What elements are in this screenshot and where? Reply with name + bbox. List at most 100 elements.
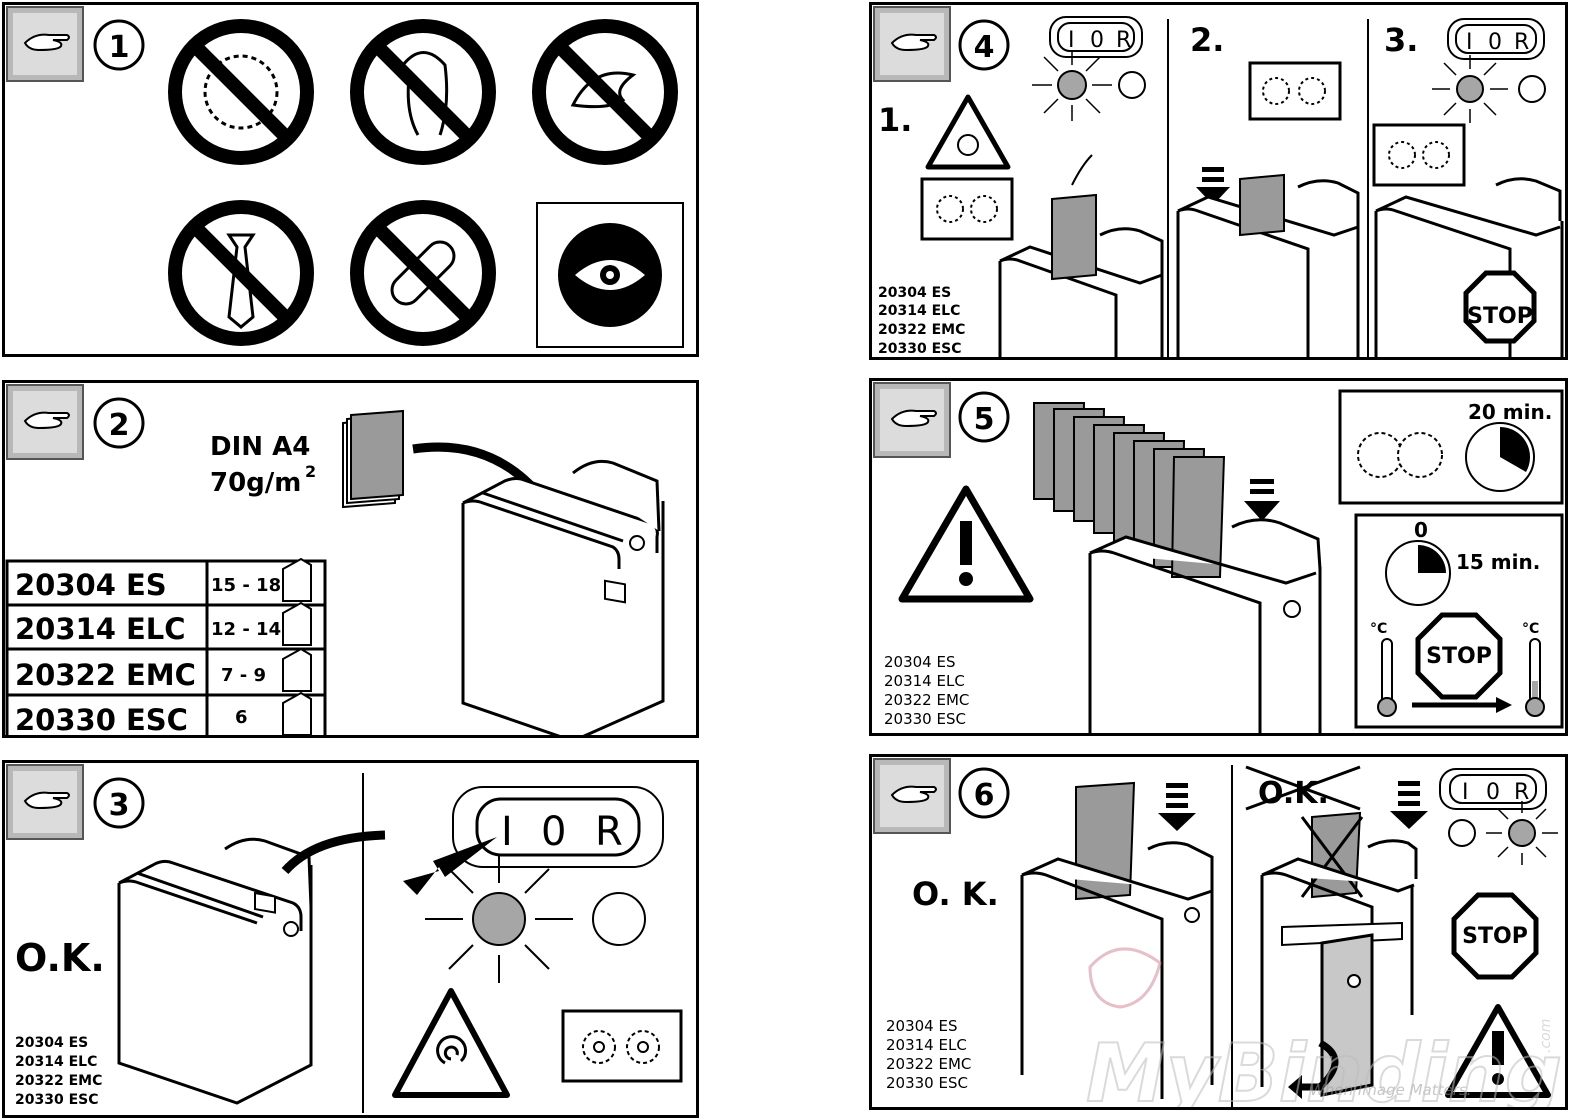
cooldown-box: 0 15 min. °C °C STOP (1354, 513, 1564, 729)
feed-down-arrow-icon (1390, 781, 1428, 829)
model-label: 20304 ES (884, 653, 955, 671)
model-label: 20330 ESC (878, 341, 962, 357)
panel-step-5: 5 20304 ES 20314 ELC 20322 EMC 20330 ESC… (869, 378, 1568, 736)
shredder-illustration (1088, 518, 1322, 733)
sheet-icon (282, 691, 312, 735)
sheet-icon (282, 647, 312, 692)
step-number: 1 (109, 30, 130, 65)
feed-down-arrow-icon (1196, 167, 1230, 205)
gears-icon (920, 177, 1014, 241)
ok-label: O. K. (912, 875, 999, 913)
no-jewelry-icon (168, 19, 314, 165)
model-label: 20330 ESC (884, 710, 966, 728)
pointer-line (281, 830, 386, 875)
hand-icon (6, 6, 84, 82)
model-label: 20304 ES (886, 1017, 957, 1035)
switch-reverse-label: R (595, 809, 623, 855)
paper-stack-icon (342, 409, 404, 509)
model-label: 20330 ESC (15, 1092, 99, 1108)
temp-unit-label: °C (1370, 621, 1387, 637)
svg-text:I: I (1068, 28, 1075, 53)
gears-icon (1372, 123, 1466, 187)
ok-label: O.K. (15, 936, 105, 980)
step-number: 5 (974, 402, 995, 437)
table-row-model: 20304 ES (15, 568, 167, 602)
svg-text:0: 0 (1486, 780, 1500, 805)
clock-icon (1385, 540, 1451, 606)
gear-icon (1357, 432, 1403, 478)
panel-step-1: 1 (2, 2, 699, 357)
thermometer-cool-icon (1525, 638, 1545, 717)
feed-down-arrow-icon (1158, 783, 1196, 831)
no-hand-contact-icon (532, 19, 678, 165)
hand-icon (6, 764, 84, 840)
panel-step-4: 4 1. I 0 R 20304 ES 20314 ELC 20322 (869, 2, 1568, 360)
paper-weight-exponent: 2 (305, 462, 316, 481)
eye-protection-icon (536, 202, 684, 348)
table-row-model: 20314 ELC (15, 612, 186, 646)
stop-sign-icon: STOP (1463, 270, 1537, 344)
sub-step-label: 1. (878, 101, 912, 139)
indicator-light-off-icon (592, 892, 646, 946)
stop-sign-icon: STOP (1451, 892, 1539, 980)
model-label: 20314 ELC (886, 1036, 967, 1054)
step-number: 4 (974, 30, 995, 65)
step-number: 2 (109, 408, 130, 443)
switch-on-label: I (501, 809, 513, 855)
indicator-light-off-icon (1448, 819, 1476, 847)
svg-text:0: 0 (1488, 30, 1502, 55)
power-switch-icon: I 0 R (452, 786, 664, 868)
indicator-light-off-icon (1518, 75, 1546, 103)
feed-down-arrow-icon (1244, 479, 1280, 521)
power-switch-icon: I 0 R (1439, 768, 1547, 810)
model-label: 20314 ELC (15, 1054, 97, 1070)
svg-text:I: I (1466, 30, 1473, 55)
table-row-sheets: 12 - 14 (211, 619, 281, 640)
model-label: 20314 ELC (878, 303, 960, 319)
watermark-brand: MyBinding (1086, 1027, 1562, 1110)
model-label: 20322 EMC (878, 322, 965, 338)
run-time-box: 20 min. (1338, 389, 1564, 505)
rotation-warning-icon (392, 988, 510, 1098)
no-bandage-icon (350, 200, 496, 346)
warning-icon (898, 485, 1034, 603)
panel-step-3: 3 O.K. 20304 ES 20314 ELC 20322 EMC 2033… (2, 760, 699, 1118)
watermark-tagline: When Image Matters. (1310, 1081, 1471, 1099)
svg-text:STOP: STOP (1462, 924, 1528, 949)
thermometer-hot-icon (1377, 638, 1397, 717)
model-label: 20330 ESC (886, 1074, 968, 1092)
paper-size-label: DIN A4 (210, 432, 310, 462)
sub-step-label: 2. (1190, 21, 1224, 59)
arrow-icon (1496, 697, 1512, 713)
step-number-badge (93, 19, 145, 71)
shredder-illustration (461, 459, 665, 735)
panel-step-6: 6 O. K. 20304 ES 20314 ELC 20322 EMC 203… (869, 754, 1568, 1110)
clock-icon (1465, 422, 1535, 492)
sub-step-label: 3. (1384, 21, 1418, 59)
svg-text:R: R (1116, 28, 1131, 53)
rotation-warning-icon (925, 94, 1011, 170)
paper-weight-label: 70g/m (210, 468, 301, 498)
model-label: 20322 EMC (886, 1055, 971, 1073)
shredder-illustration (1374, 177, 1564, 357)
table-row-sheets: 15 - 18 (211, 575, 281, 596)
watermark-logo: MyBinding .com When Image Matters. (1085, 947, 1563, 1110)
power-switch-icon: I 0 R (1049, 16, 1143, 58)
shredder-illustration (117, 837, 313, 1105)
hand-icon (873, 758, 951, 834)
sheet-icon (282, 557, 312, 602)
svg-text:0: 0 (1090, 28, 1104, 53)
step-number: 6 (974, 778, 995, 813)
cooldown-time-label: 15 min. (1456, 550, 1540, 574)
gear-icon (1397, 432, 1443, 478)
hand-icon (873, 6, 951, 82)
table-row-sheets: 7 - 9 (221, 665, 266, 686)
indicator-light-on-icon (1432, 55, 1508, 123)
table-row-model: 20322 EMC (15, 658, 196, 692)
open-door-arrow-icon (1288, 1039, 1339, 1099)
model-label: 20314 ELC (884, 672, 965, 690)
gears-icon (1248, 61, 1342, 121)
warning-icon (1445, 1004, 1551, 1098)
temp-unit-label: °C (1522, 621, 1539, 637)
model-label: 20304 ES (878, 285, 951, 301)
